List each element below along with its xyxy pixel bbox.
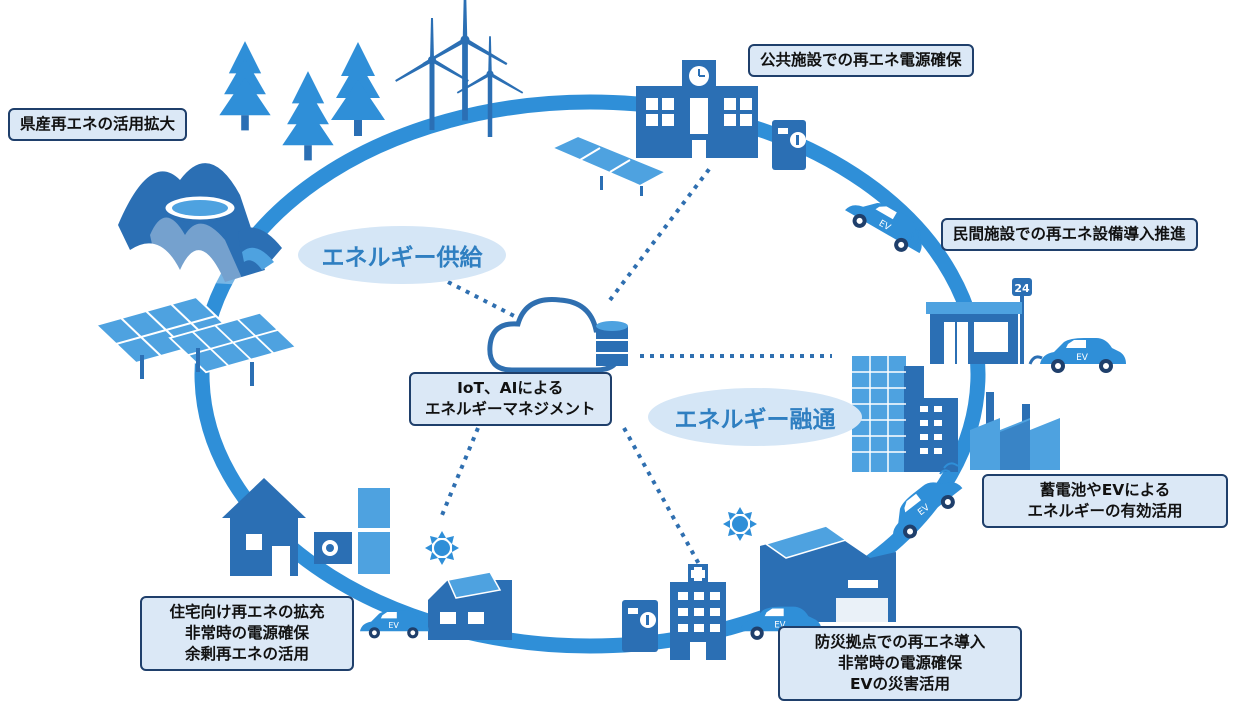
ev-car-icon: EV	[1040, 338, 1126, 373]
charger-icon	[622, 600, 658, 652]
convenience-store-icon: 24	[926, 278, 1032, 364]
ev-car-icon: EV	[740, 606, 822, 640]
hospital-icon	[670, 564, 726, 660]
hydro-dam-icon	[118, 163, 282, 285]
label-private-facilities: 民間施設での再エネ設備導入推進	[941, 218, 1198, 251]
sun-icon	[425, 531, 459, 565]
label-prefecture-renewables: 県産再エネの活用拡大	[8, 108, 188, 141]
sun-icon	[723, 507, 757, 541]
connection-lines	[438, 166, 832, 567]
svg-text:EV: EV	[774, 621, 785, 631]
energy-supply-text: エネルギー供給	[321, 245, 483, 271]
energy-exchange-bubble: エネルギー融通	[648, 388, 862, 446]
charger-icon	[314, 488, 390, 574]
public-building-icon	[636, 60, 758, 158]
solar-panel-icon	[95, 296, 297, 386]
label-disaster-base: 防災拠点での再エネ導入 非常時の電源確保 EVの災害活用	[778, 626, 1022, 701]
label-storage-ev: 蓄電池やEVによる エネルギーの有効活用	[982, 474, 1228, 528]
factory-icon	[970, 392, 1060, 470]
charger-icon	[772, 120, 806, 170]
warehouse-icon	[760, 525, 896, 622]
label-public-facilities: 公共施設での再エネ電源確保	[748, 44, 974, 77]
energy-exchange-text: エネルギー融通	[674, 407, 836, 433]
tree-icon	[219, 41, 385, 161]
svg-text:EV: EV	[1076, 353, 1089, 363]
label-housing: 住宅向け再エネの拡充 非常時の電源確保 余剰再エネの活用	[140, 596, 354, 671]
energy-supply-bubble: エネルギー供給	[298, 226, 506, 284]
svg-text:EV: EV	[388, 621, 399, 630]
office-building-icon	[852, 356, 958, 472]
house-icon	[222, 478, 306, 576]
database-icon	[596, 321, 628, 366]
label-energy-management: IoT、AIによる エネルギーマネジメント	[409, 372, 612, 426]
store-sign-text: 24	[1014, 282, 1030, 295]
ev-car-icon: EV	[360, 610, 429, 639]
energy-ring	[194, 94, 986, 654]
ev-car-icon: EV	[878, 467, 968, 549]
solar-panel-icon	[549, 134, 669, 196]
ev-car-icon: EV	[840, 187, 933, 261]
house-icon	[428, 571, 512, 640]
